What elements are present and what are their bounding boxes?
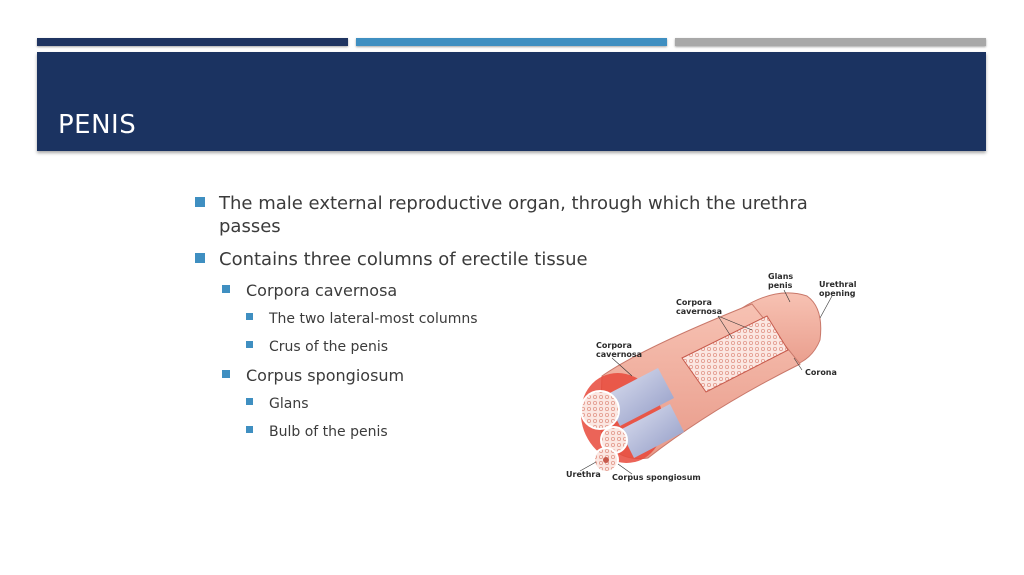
bullet-text: Corpora cavernosa [246,281,398,300]
sub-sub-bullet-item: The two lateral-most columns [246,310,835,328]
bullet-item: Contains three columns of erectile tissu… [195,248,835,271]
label-corpora-cavernosa-left: cavernosa [596,350,642,359]
label-corona: Corona [805,368,837,377]
sub-bullet-item: Corpora cavernosa [222,281,835,301]
bullet-text: The male external reproductive organ, th… [219,193,808,237]
square-bullet-icon [246,426,253,433]
corpus-cavernosum-section [580,390,620,430]
accent-bar-gray [675,38,986,46]
accent-bar-blue [356,38,667,46]
bullet-text: Glans [269,396,309,412]
bullet-text: Bulb of the penis [269,424,388,440]
label-glans: penis [768,281,793,290]
anatomy-figure: Glans penis Urethral opening Corpora cav… [566,272,857,482]
label-corpora-cavernosa-top: cavernosa [676,307,722,316]
label-urethral-opening: Urethral [819,280,857,289]
tunica-upper [604,368,674,426]
title-band: PENIS [37,52,986,151]
square-bullet-icon [222,285,230,293]
cutaway-tissue [681,315,789,393]
bullet-list: The male external reproductive organ, th… [195,192,835,451]
accent-bar-navy [37,38,348,46]
square-bullet-icon [195,197,205,207]
bullet-text: Crus of the penis [269,339,389,355]
square-bullet-icon [195,253,205,263]
sub-sub-bullet-item: Glans [246,395,835,413]
square-bullet-icon [222,370,230,378]
sub-sub-bullet-item: Bulb of the penis [246,423,835,441]
square-bullet-icon [246,398,253,405]
slide-title: PENIS [58,110,137,140]
sub-sub-bullet-item: Crus of the penis [246,338,835,356]
bullet-text: The two lateral-most columns [269,311,478,327]
urethra-lumen [603,457,609,463]
label-corpora-cavernosa-top: Corpora [676,298,712,307]
label-urethral-opening: opening [819,289,856,298]
sub-bullet-item: Corpus spongiosum [222,366,835,386]
tunica-lower [620,404,684,458]
square-bullet-icon [246,341,253,348]
label-glans: Glans [768,272,793,281]
label-corpora-cavernosa-left: Corpora [596,341,632,350]
bullet-text: Contains three columns of erectile tissu… [219,249,588,270]
square-bullet-icon [246,313,253,320]
bullet-item: The male external reproductive organ, th… [195,192,835,238]
label-corpus-spongiosum: Corpus spongiosum [612,473,701,482]
bullet-text: Corpus spongiosum [246,366,405,385]
label-urethra: Urethra [566,470,601,479]
